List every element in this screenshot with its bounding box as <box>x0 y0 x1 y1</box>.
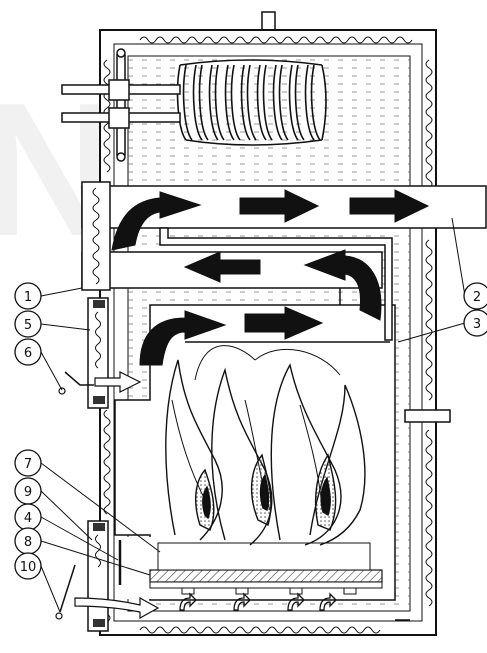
grate <box>149 569 383 595</box>
fuel-bed <box>157 542 371 571</box>
return-pipe-stub <box>404 409 451 423</box>
flue-arrow-upper-2 <box>239 189 320 223</box>
flue-gas-arrows[interactable] <box>111 189 430 366</box>
callout-7-label: 7 <box>24 457 32 472</box>
callout-3-label: 3 <box>473 317 481 332</box>
loading-door <box>87 297 109 409</box>
callout-8: 8 <box>14 527 42 555</box>
leader-lines <box>40 217 466 613</box>
insulation-inner-line <box>113 43 423 622</box>
callout-5: 5 <box>14 310 42 338</box>
callout-5-label: 5 <box>24 318 32 333</box>
callout-9-label: 9 <box>24 485 32 500</box>
callout-10-label: 10 <box>20 560 37 575</box>
primary-air-lever <box>55 564 160 620</box>
flame-cores <box>194 453 337 531</box>
heat-exchanger-coil <box>176 59 327 146</box>
flue-baffle <box>159 227 393 341</box>
callout-3: 3 <box>463 309 487 337</box>
ash-door <box>87 520 109 632</box>
callout-6-label: 6 <box>24 346 32 361</box>
insulation-right <box>425 59 433 607</box>
insulation-top <box>139 36 413 44</box>
flue-arrow-upper-3 <box>349 189 430 223</box>
flue-arrow-middle-1 <box>183 251 261 283</box>
insulation-bottom <box>139 626 381 634</box>
callout-8-label: 8 <box>24 535 32 550</box>
secondary-air-inlet <box>58 371 142 395</box>
flue-cleanout-door <box>81 181 111 291</box>
coil-flange <box>108 48 130 162</box>
flue-arrow-upper-1 <box>111 191 202 251</box>
callout-1-label: 1 <box>24 290 32 305</box>
callout-7: 7 <box>14 449 42 477</box>
callout-4: 4 <box>14 503 42 531</box>
flue-arrow-middle-2 <box>303 249 382 321</box>
callout-10: 10 <box>14 552 42 580</box>
callout-1: 1 <box>14 282 42 310</box>
callout-4-label: 4 <box>24 511 32 526</box>
callout-2: 2 <box>463 282 487 310</box>
flue-arrow-lower-2 <box>244 306 324 340</box>
callout-9: 9 <box>14 477 42 505</box>
callout-6: 6 <box>14 338 42 366</box>
primary-air-arrows <box>179 592 337 611</box>
flue-arrow-lower-1 <box>139 310 227 366</box>
callout-2-label: 2 <box>473 290 481 305</box>
